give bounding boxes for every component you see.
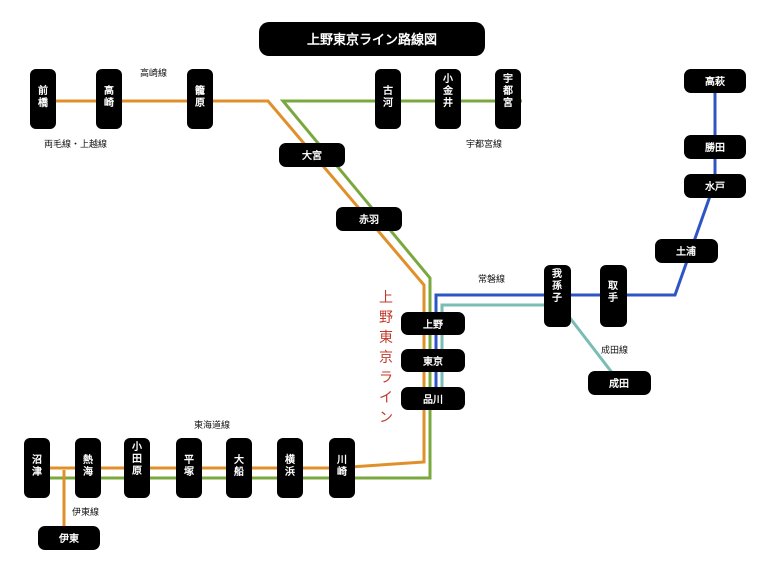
station-label: 取手 bbox=[608, 280, 619, 304]
station-label: 宇都宮 bbox=[502, 72, 513, 109]
station-mito[interactable]: 水戸 bbox=[684, 174, 746, 198]
joban-line-label: 常磐線 bbox=[478, 273, 505, 285]
station-abiko[interactable]: 我孫子 bbox=[544, 265, 571, 327]
takasaki-line-label: 高崎線 bbox=[140, 67, 167, 79]
station-toride[interactable]: 取手 bbox=[600, 265, 627, 327]
station-takahagi[interactable]: 高萩 bbox=[684, 69, 746, 93]
station-katsuta[interactable]: 勝田 bbox=[684, 135, 746, 159]
station-shinagawa[interactable]: 品川 bbox=[401, 387, 465, 410]
station-omiya[interactable]: 大宮 bbox=[279, 143, 345, 167]
takasaki-line bbox=[43, 99, 426, 470]
station-label: 水戸 bbox=[704, 180, 725, 193]
station-koga[interactable]: 古河 bbox=[375, 69, 401, 129]
station-label: 平塚 bbox=[184, 454, 194, 478]
station-label: 沼津 bbox=[32, 453, 42, 478]
station-atami[interactable]: 熱海 bbox=[75, 438, 101, 498]
station-tsuchiura[interactable]: 土浦 bbox=[655, 239, 718, 263]
station-narita[interactable]: 成田 bbox=[588, 371, 651, 395]
tokaido-line-label: 東海道線 bbox=[194, 419, 230, 431]
station-label: 大船 bbox=[234, 453, 244, 478]
station-yokohama[interactable]: 横浜 bbox=[277, 438, 303, 498]
station-akabane[interactable]: 赤羽 bbox=[336, 207, 402, 231]
station-label: 小金井 bbox=[442, 72, 454, 109]
station-label: 高萩 bbox=[705, 75, 725, 88]
station-label: 東京 bbox=[423, 355, 443, 368]
station-label: 上野 bbox=[423, 318, 443, 331]
station-label: 川崎 bbox=[336, 454, 347, 478]
station-odawara[interactable]: 小田原 bbox=[124, 438, 150, 498]
station-label: 横浜 bbox=[285, 453, 296, 478]
station-numazu[interactable]: 沼津 bbox=[24, 438, 50, 498]
station-label: 前橋 bbox=[38, 84, 49, 109]
station-ito[interactable]: 伊東 bbox=[38, 526, 100, 550]
station-label: 成田 bbox=[609, 377, 629, 390]
station-kawasaki[interactable]: 川崎 bbox=[329, 438, 355, 498]
station-takasaki[interactable]: 高崎 bbox=[96, 69, 122, 129]
station-label: 熱海 bbox=[83, 453, 93, 478]
station-label: 我孫子 bbox=[552, 267, 562, 304]
station-label: 品川 bbox=[423, 394, 443, 406]
station-kagohara[interactable]: 籠原 bbox=[187, 69, 213, 129]
station-label: 古河 bbox=[383, 84, 393, 109]
station-oyama[interactable]: 小金井 bbox=[435, 69, 461, 129]
station-label: 大宮 bbox=[302, 149, 322, 162]
station-ueno[interactable]: 上野 bbox=[401, 312, 465, 335]
ueno-tokyo-line-vertical-label: 上野東京ライン bbox=[379, 290, 393, 426]
station-label: 土浦 bbox=[676, 245, 696, 258]
utsunomiya-line-label: 宇都宮線 bbox=[466, 138, 502, 150]
station-label: 伊東 bbox=[58, 532, 79, 545]
station-tokyo[interactable]: 東京 bbox=[401, 349, 465, 372]
station-label: 小田原 bbox=[131, 440, 142, 477]
station-label: 高崎 bbox=[104, 84, 114, 109]
station-hiratsuka[interactable]: 平塚 bbox=[176, 438, 202, 498]
station-label: 籠原 bbox=[194, 84, 205, 109]
station-maebashi[interactable]: 前橋 bbox=[30, 69, 56, 129]
station-label: 赤羽 bbox=[359, 213, 379, 226]
map-title: 上野東京ライン路線図 bbox=[307, 32, 437, 48]
ryomo-joetsu-line-label: 両毛線・上越線 bbox=[44, 138, 107, 150]
station-ofuna[interactable]: 大船 bbox=[226, 438, 252, 498]
title-box: 上野東京ライン路線図 bbox=[259, 22, 485, 56]
narita-line-label: 成田線 bbox=[601, 344, 628, 356]
station-utsunomiya[interactable]: 宇都宮 bbox=[495, 69, 521, 129]
station-label: 勝田 bbox=[705, 141, 725, 154]
ito-line-label: 伊東線 bbox=[72, 506, 99, 518]
